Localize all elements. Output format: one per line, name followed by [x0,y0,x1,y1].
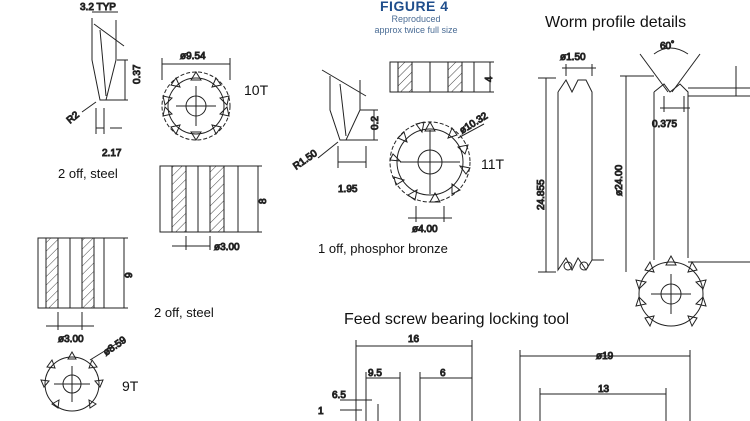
gear-10t-label: 10T [244,82,269,98]
figure-subtitle-line1: Reproduced [391,14,441,24]
figure-subtitle: Reproduced approx twice full size [356,14,476,36]
dim-0375: 0.375 [652,119,677,130]
dim-typ: 3.2 TYP [80,2,116,13]
dim-dia-1032: ø10.32 [458,110,491,136]
blank-block-9t [37,237,128,330]
dim-r150: R1.50 [291,148,320,173]
dim-r2: R2 [65,109,82,126]
cutter-tool-11t [317,69,378,168]
dim-8: 8 [258,198,269,204]
dim-angle-60: 60˚ [660,40,674,52]
dim-dia-400: ø4.00 [412,224,438,235]
dim-195: 1.95 [338,184,358,195]
gear-11t-label: 11T [481,156,505,172]
dim-65: 6.5 [332,390,346,401]
dim-02: 0.2 [370,116,381,130]
gear-9t-label: 9T [122,378,139,394]
feed-screw-tool-heading: Feed screw bearing locking tool [344,311,570,328]
gear-10t-drawing [161,58,231,141]
dim-9: 9 [124,272,135,278]
figure-title: FIGURE 4 [380,0,449,14]
dim-dia-300-b: ø3.00 [58,334,84,345]
figure-subtitle-line2: approx twice full size [374,25,458,35]
blank-block-10t [159,165,262,250]
note-steel-top: 2 off, steel [58,166,118,181]
dim-95: 9.5 [368,368,382,379]
dim-24855: 24.855 [536,179,547,210]
locking-tool-drawing [340,340,691,421]
dim-13: 13 [598,384,610,395]
dim-4: 4 [484,76,495,82]
dim-dia-859: ø8.59 [101,335,129,359]
dim-dia-19: ø19 [596,351,614,362]
dim-037: 0.37 [132,64,143,84]
dim-1: 1 [318,406,324,417]
dim-dia-300-a: ø3.00 [214,242,240,253]
dim-dia-954: ø9.54 [180,51,206,62]
gear-11t-drawing [389,120,485,222]
blank-block-11t [389,61,494,93]
dim-6: 6 [440,368,446,379]
gear-9t-drawing [40,343,117,412]
worm-right-profile [620,47,750,272]
note-phosphor-bronze: 1 off, phosphor bronze [318,241,448,256]
dim-dia-2400: ø24.00 [614,164,625,196]
worm-left-profile [538,64,604,273]
worm-profile-heading: Worm profile details [545,14,687,31]
dim-217: 2.17 [102,148,122,159]
dim-16: 16 [408,334,420,345]
note-steel-bottom: 2 off, steel [154,305,214,320]
cutter-tool-10t [81,11,128,134]
worm-wheel-gear-drawing [635,254,707,328]
dim-dia-150: ø1.50 [560,52,586,63]
